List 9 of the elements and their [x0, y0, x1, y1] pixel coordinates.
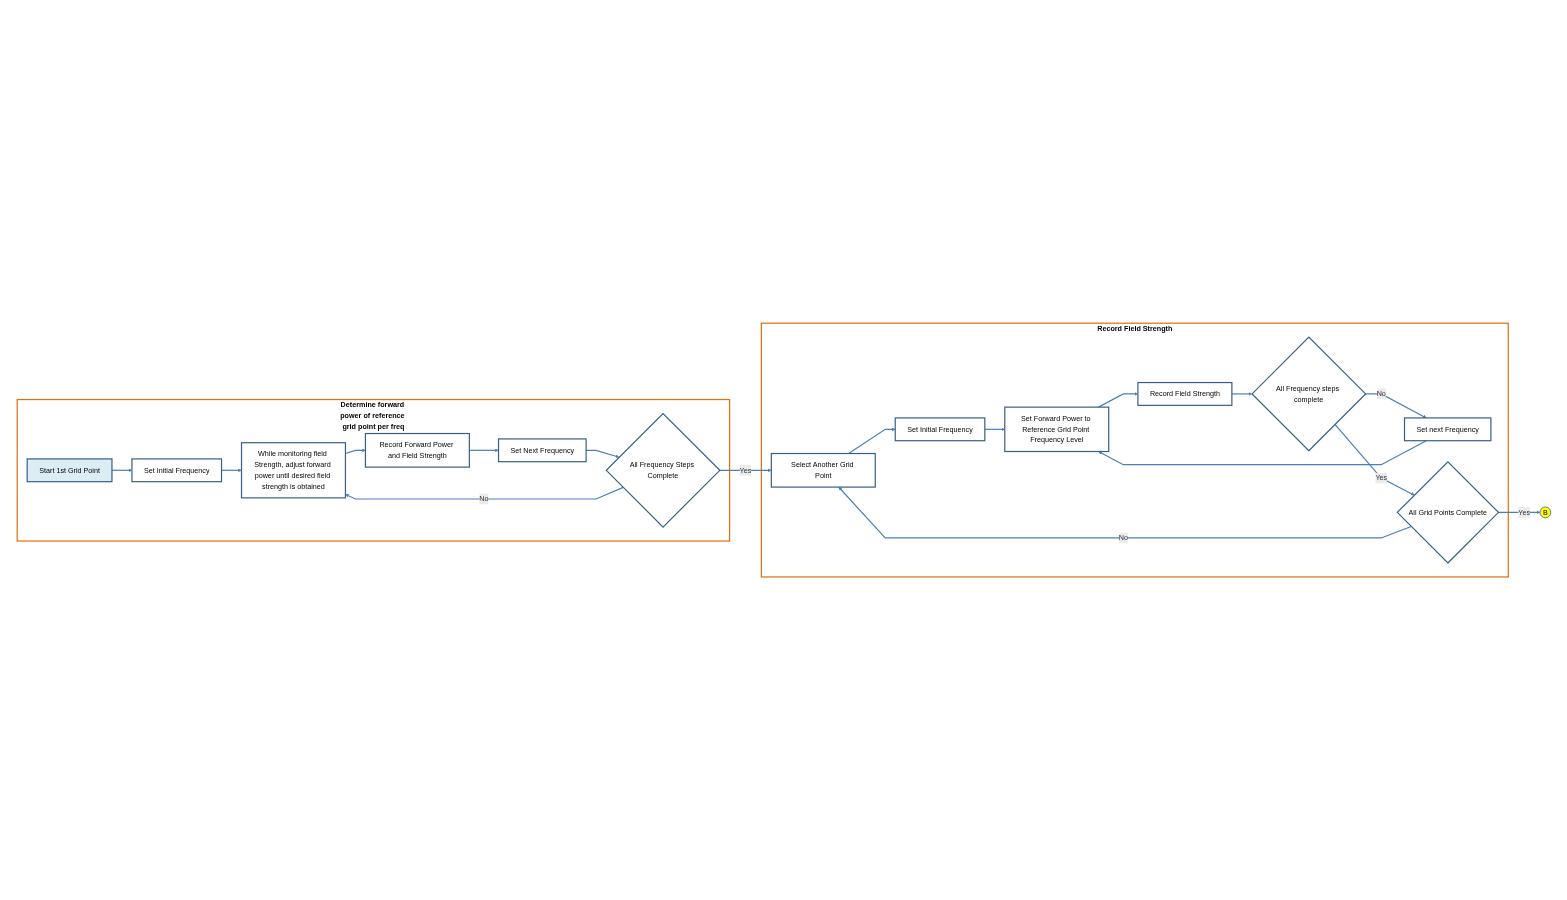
arrow	[344, 486, 624, 500]
arrow	[1097, 440, 1427, 466]
arrow	[1364, 393, 1426, 418]
arrow	[838, 486, 1412, 539]
arrow	[847, 427, 895, 455]
arrow	[1097, 392, 1138, 408]
arrow	[585, 449, 619, 458]
arrow	[468, 448, 499, 452]
arrow	[1333, 423, 1414, 496]
